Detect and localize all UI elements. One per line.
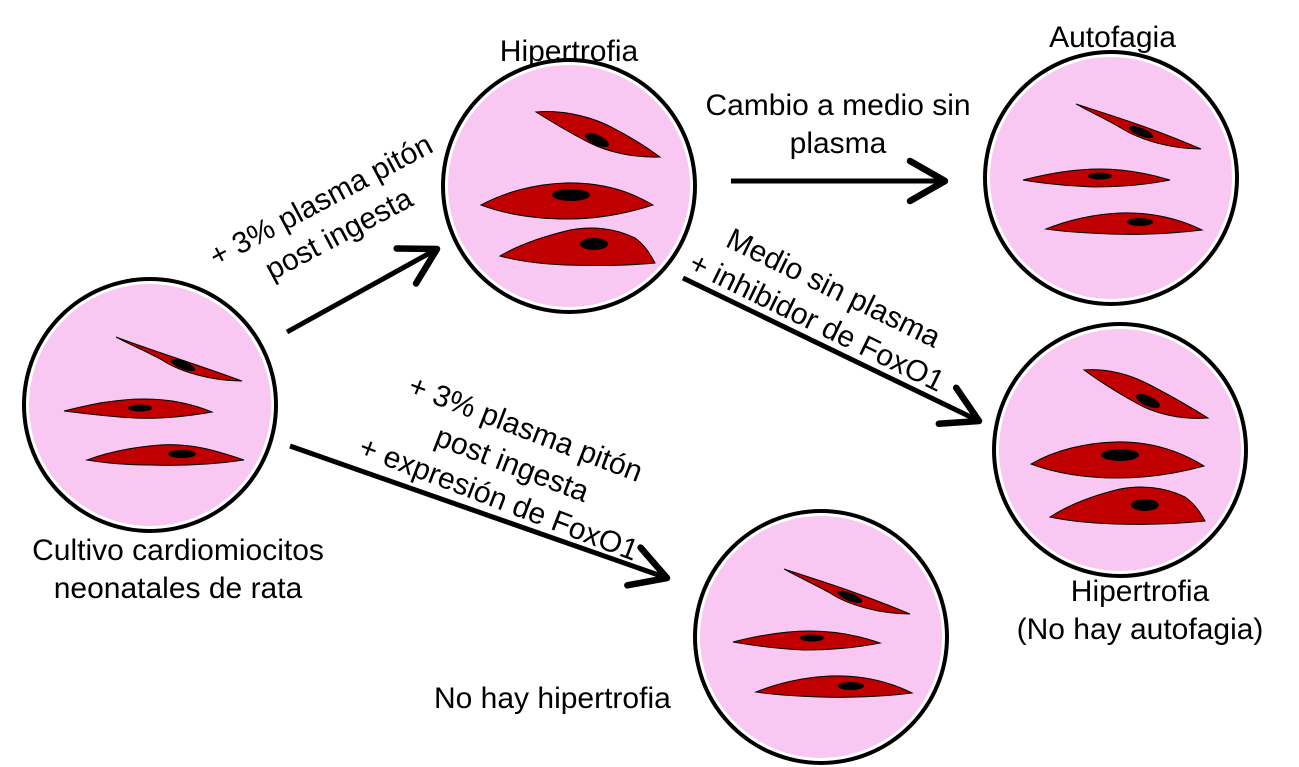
cell-nucleus xyxy=(838,682,864,690)
label-inhibited: Hipertrofia (No hay autofagia) xyxy=(1000,573,1280,648)
cell-nucleus xyxy=(585,132,609,148)
cell-nucleus xyxy=(552,189,590,201)
dish-foxo-expr xyxy=(693,509,949,765)
cell-hypertrophic xyxy=(479,182,655,220)
arrows xyxy=(285,157,983,589)
cell-spindle xyxy=(115,336,243,382)
label-autophagy: Autofagia xyxy=(1049,21,1176,54)
cell-nucleus xyxy=(1131,499,1159,511)
cell-nucleus xyxy=(800,634,824,642)
arrow-label-to-autophagy: Cambio a medio sin plasma xyxy=(688,87,988,162)
cell-nucleus xyxy=(170,358,196,372)
cell-nucleus xyxy=(1101,449,1139,461)
label-inhibited-line-2: (No hay autofagia) xyxy=(1016,612,1264,646)
label-start: Cultivo cardiomiocitos neonatales de rat… xyxy=(8,532,348,607)
cell-nucleus xyxy=(1128,125,1154,139)
cell-flat xyxy=(85,444,245,466)
arrow-to-inhibited xyxy=(681,275,983,428)
arrow-label-to-autophagy-line-2: plasma xyxy=(789,126,887,160)
cell-spindle xyxy=(783,568,911,615)
label-foxo-expr: No hay hipertrofia xyxy=(434,682,671,715)
cell-nucleus xyxy=(1127,218,1153,226)
dish-inhibited xyxy=(992,322,1248,578)
label-start-line-2: neonatales de rata xyxy=(53,571,303,605)
cell-nucleus xyxy=(580,238,608,250)
label-start-line-1: Cultivo cardiomiocitos xyxy=(32,534,324,567)
cell-spindle xyxy=(534,111,662,158)
cell-nucleus xyxy=(837,590,863,604)
cell-nucleus xyxy=(1088,172,1112,180)
dish-autophagy xyxy=(983,50,1239,306)
cell-flat xyxy=(1044,212,1204,235)
cell-nucleus xyxy=(1136,393,1160,409)
cell-nucleus xyxy=(168,450,196,458)
dish-start xyxy=(22,277,278,533)
arrow-to-hypertrophy xyxy=(285,245,441,335)
cell-spindle xyxy=(1075,103,1202,150)
arrow-to-foxo-expr xyxy=(289,443,671,589)
label-hypertrophy: Hipertrofia xyxy=(499,35,639,68)
cell-hypertrophic xyxy=(1048,486,1206,525)
cell-flat xyxy=(754,675,914,698)
cell-spindle xyxy=(1082,369,1210,419)
dish-hypertrophy xyxy=(441,58,697,314)
arrow-label-to-autophagy-line-1: Cambio a medio sin xyxy=(705,89,971,122)
cell-hypertrophic xyxy=(498,227,656,267)
cell-nucleus xyxy=(128,404,152,412)
label-inhibited-line-1: Hipertrofia xyxy=(1070,575,1210,608)
